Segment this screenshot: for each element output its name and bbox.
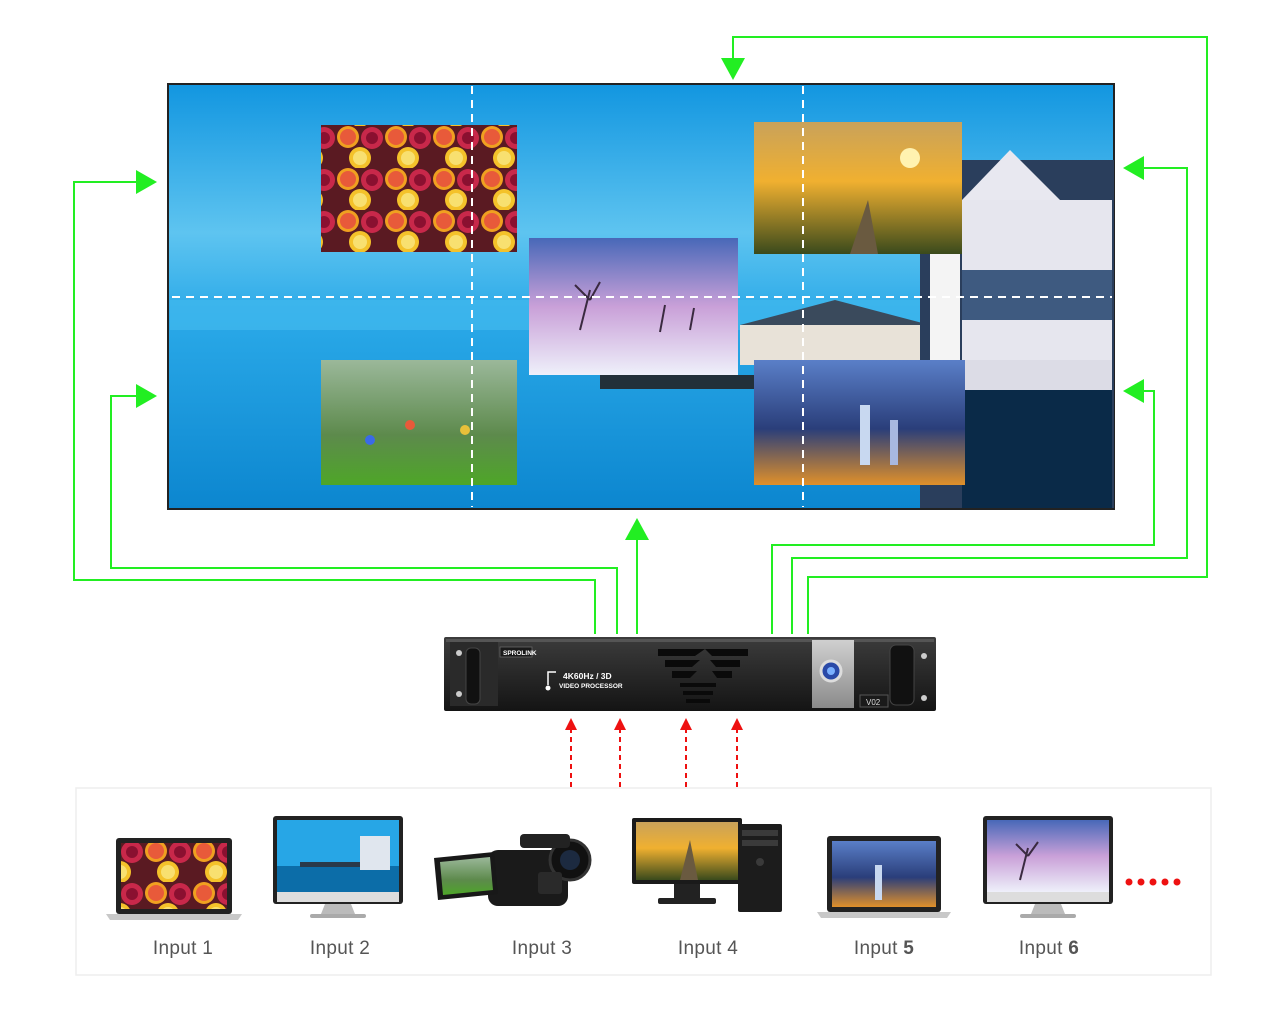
- window-fruit: [321, 125, 517, 252]
- input-label: Input 1: [152, 938, 214, 959]
- device-spec: 4K60Hz / 3D: [563, 671, 612, 681]
- device-model: V02: [866, 698, 881, 707]
- window-snow: [529, 238, 738, 375]
- input-label: Input 5: [853, 938, 915, 959]
- device-brand: SPROLINK: [503, 650, 537, 657]
- window-kids: [321, 360, 517, 485]
- output-arrows: [73, 36, 1208, 634]
- input-device-camcorder: [434, 834, 592, 906]
- input-arrowheads: [565, 718, 743, 730]
- input-label: Input 2: [309, 938, 371, 959]
- wall-grid-lines: [172, 86, 1112, 507]
- input-label: Input 3: [511, 938, 573, 959]
- input-device-monitor: [273, 816, 403, 918]
- input-device-monitor: [983, 816, 1113, 918]
- more-inputs-dots: [1125, 878, 1181, 886]
- video-wall: [167, 83, 1115, 510]
- input-device-laptop: [817, 836, 951, 918]
- window-city: [754, 360, 965, 485]
- input-label: Input 4: [677, 938, 739, 959]
- video-processor-device: SPROLINK 4K60Hz / 3D VIDEO PROCESSOR V02: [444, 637, 936, 711]
- device-type: VIDEO PROCESSOR: [559, 683, 623, 690]
- input-device-desktop-pc: [632, 818, 782, 912]
- input-device-laptop: [106, 838, 242, 920]
- input-arrows: [570, 728, 738, 787]
- input-label: Input 6: [1018, 938, 1080, 959]
- output-arrowheads: [136, 58, 1144, 540]
- vent-logo: [658, 649, 748, 703]
